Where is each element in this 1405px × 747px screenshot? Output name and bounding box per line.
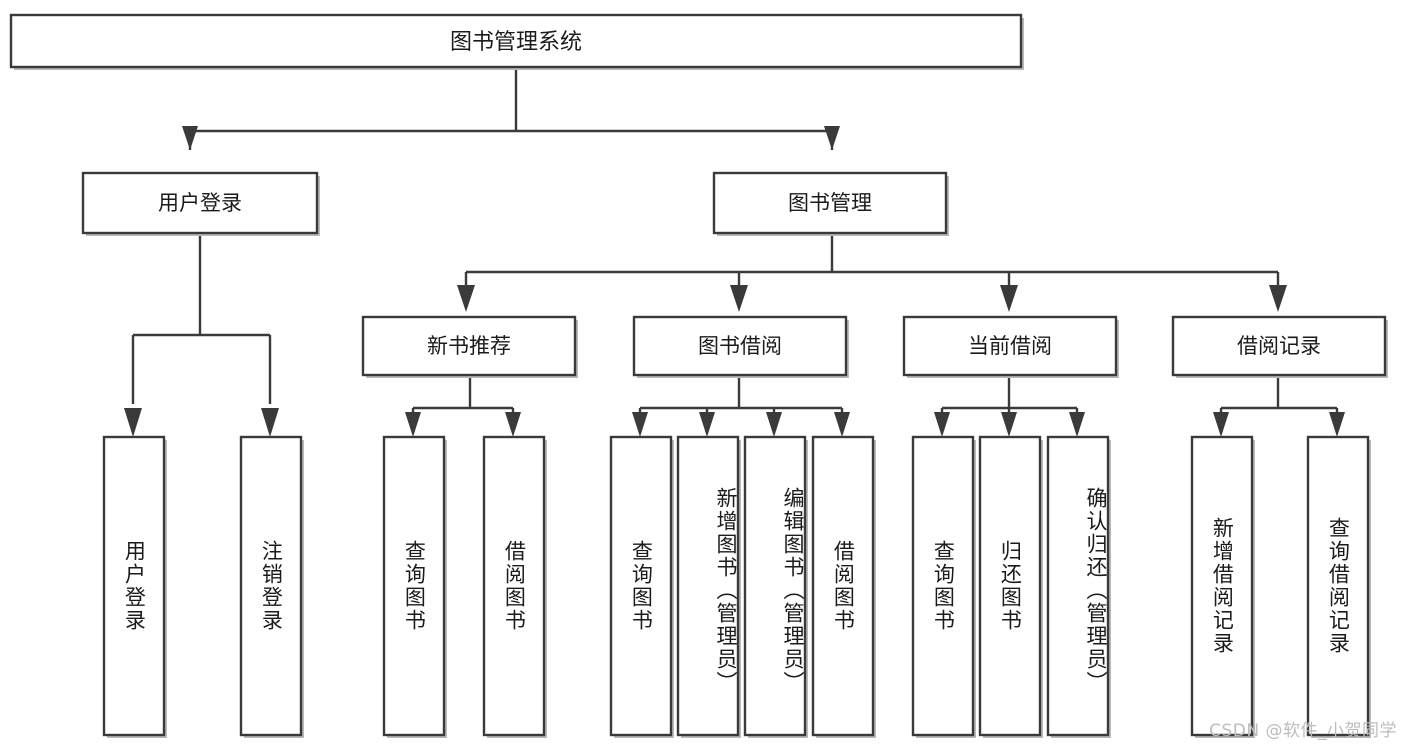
leaf-borrow-4[interactable] [811, 435, 875, 737]
node-book-borrow[interactable] [632, 315, 848, 377]
leaf-record-2[interactable] [1306, 435, 1370, 737]
arrowhead-icon-record [1269, 285, 1287, 312]
arrowhead-icon-leaf-u1 [124, 408, 142, 437]
leaf-new-book-1[interactable] [382, 435, 446, 737]
node-borrow-record[interactable] [1171, 315, 1387, 377]
box-layer [9, 13, 1387, 737]
leaf-user-login-1[interactable] [102, 435, 166, 737]
arrowhead-icon-new-book [457, 285, 475, 312]
leaf-record-1[interactable] [1190, 435, 1254, 737]
arrowhead-icon-current [1000, 285, 1018, 312]
leaf-current-1[interactable] [911, 435, 975, 737]
leaf-borrow-3[interactable] [743, 435, 807, 737]
arrowhead-icon-leaf-n2 [505, 412, 521, 437]
leaf-new-book-2[interactable] [482, 435, 546, 737]
arrowhead-icon-leaf-c1 [934, 412, 950, 437]
node-current-borrow[interactable] [902, 315, 1118, 377]
arrowhead-layer [124, 126, 1345, 437]
arrowhead-icon-leaf-u2 [261, 408, 279, 437]
label-root-system: 图书管理系统 [450, 30, 582, 55]
arrowhead-icon-leaf-b3 [766, 412, 782, 437]
leaf-borrow-1[interactable] [609, 435, 673, 737]
node-book-management[interactable] [712, 171, 948, 235]
csdn-watermark: CSDN @软件_小贺同学 [1209, 721, 1397, 741]
node-root-system[interactable] [9, 13, 1023, 69]
arrowhead-icon-book-mgmt [824, 126, 840, 150]
arrowhead-icon-leaf-b2 [699, 412, 715, 437]
arrowhead-icon-leaf-b1 [632, 412, 648, 437]
leaf-user-login-2[interactable] [239, 435, 303, 737]
label-new-book-recommend: 新书推荐 [427, 334, 511, 358]
arrowhead-icon-leaf-r1 [1213, 412, 1229, 437]
node-new-book-recommend[interactable] [361, 315, 577, 377]
arrowhead-icon-leaf-r2 [1329, 412, 1345, 437]
label-book-management: 图书管理 [788, 191, 872, 215]
leaf-current-2[interactable] [978, 435, 1042, 737]
label-layer: 图书管理系统 用户登录 图书管理 新书推荐 图书借阅 当前借阅 借阅记录 [158, 30, 1321, 358]
arrowhead-icon-leaf-c3 [1069, 412, 1085, 437]
leaf-borrow-2[interactable] [676, 435, 740, 737]
label-current-borrow: 当前借阅 [968, 334, 1052, 358]
label-borrow-record: 借阅记录 [1237, 334, 1321, 358]
node-user-login[interactable] [81, 171, 319, 235]
arrowhead-icon-leaf-n1 [405, 412, 421, 437]
label-user-login: 用户登录 [158, 191, 242, 215]
arrowhead-icon-leaf-c2 [1001, 412, 1017, 437]
leaf-current-3[interactable] [1046, 435, 1110, 737]
arrowhead-icon-leaf-b4 [834, 412, 850, 437]
label-book-borrow: 图书借阅 [698, 334, 782, 358]
arrowhead-icon-borrow [730, 285, 748, 312]
arrowhead-icon-user-login [182, 126, 198, 150]
